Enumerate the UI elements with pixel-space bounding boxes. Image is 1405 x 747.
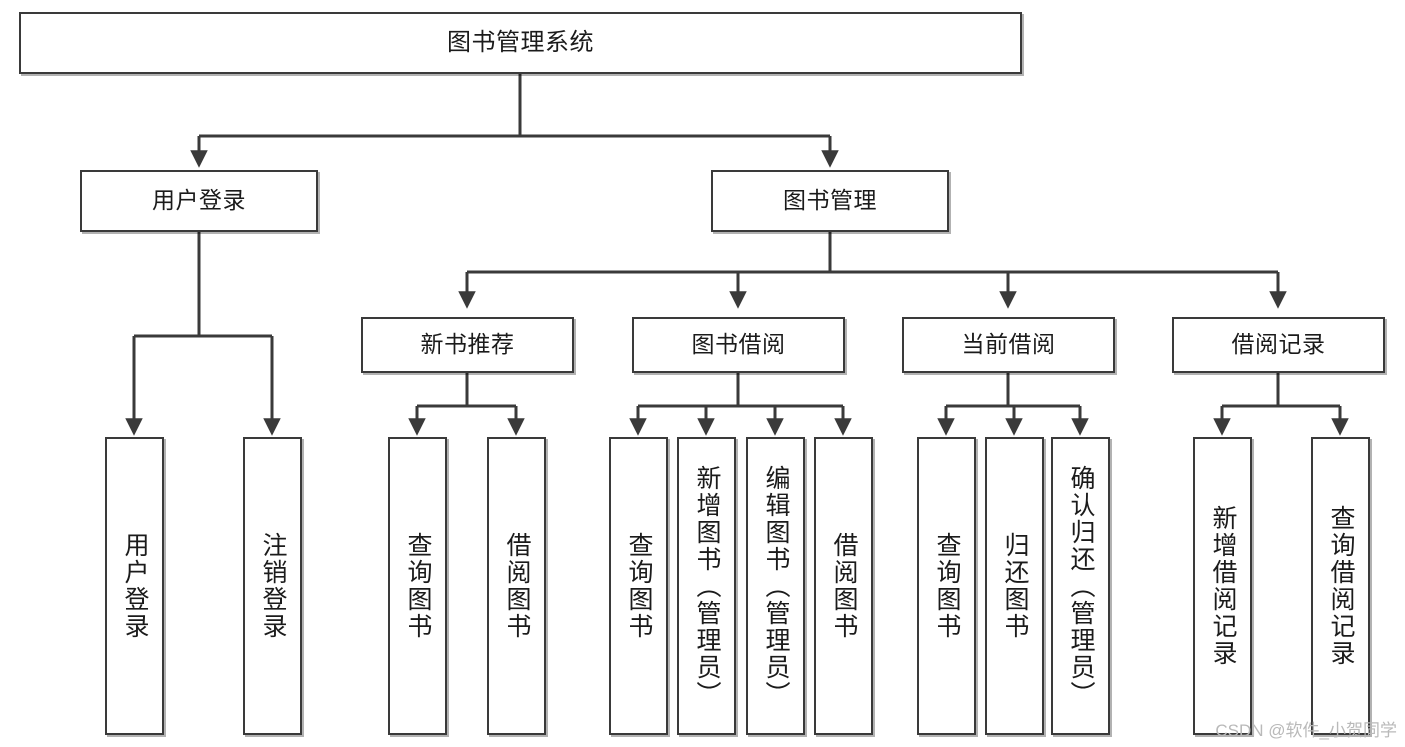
- node-label: 图书借阅: [691, 331, 786, 358]
- node-user-login[interactable]: 用户登录: [80, 170, 318, 232]
- node-label: 编辑图书（管理员）: [762, 464, 790, 708]
- node-label: 借阅图书: [830, 532, 858, 640]
- node-label: 图书管理: [783, 187, 877, 214]
- watermark-csdn: CSDN @软件_小贺同学: [1215, 721, 1397, 740]
- node-label: 当前借阅: [961, 331, 1056, 358]
- leaf-nb-borrow-book[interactable]: 借阅图书: [487, 437, 546, 735]
- node-label: 查询图书: [933, 532, 961, 640]
- node-new-book-recommend[interactable]: 新书推荐: [361, 317, 574, 373]
- node-label: 图书管理系统: [447, 28, 594, 56]
- node-label: 查询图书: [625, 532, 653, 640]
- leaf-bb-edit-book-admin[interactable]: 编辑图书（管理员）: [746, 437, 805, 735]
- node-borrow-record[interactable]: 借阅记录: [1172, 317, 1385, 373]
- leaf-nb-query-book[interactable]: 查询图书: [388, 437, 447, 735]
- leaf-logout[interactable]: 注销登录: [243, 437, 302, 735]
- leaf-bb-add-book-admin[interactable]: 新增图书（管理员）: [677, 437, 736, 735]
- leaf-cb-confirm-return-admin[interactable]: 确认归还（管理员）: [1051, 437, 1110, 735]
- node-label: 借阅图书: [503, 532, 531, 640]
- node-label: 新增借阅记录: [1209, 505, 1237, 667]
- leaf-user-login[interactable]: 用户登录: [105, 437, 164, 735]
- leaf-cb-return-book[interactable]: 归还图书: [985, 437, 1044, 735]
- node-label: 新书推荐: [420, 331, 515, 358]
- leaf-br-query-record[interactable]: 查询借阅记录: [1311, 437, 1370, 735]
- node-root-book-management-system[interactable]: 图书管理系统: [19, 12, 1022, 74]
- node-label: 归还图书: [1001, 532, 1029, 640]
- node-current-borrow[interactable]: 当前借阅: [902, 317, 1115, 373]
- leaf-br-add-record[interactable]: 新增借阅记录: [1193, 437, 1252, 735]
- node-label: 新增图书（管理员）: [693, 464, 721, 708]
- node-label: 确认归还（管理员）: [1067, 464, 1095, 708]
- node-label: 查询借阅记录: [1327, 505, 1355, 667]
- node-label: 用户登录: [152, 187, 246, 214]
- leaf-bb-query-book[interactable]: 查询图书: [609, 437, 668, 735]
- node-label: 查询图书: [404, 532, 432, 640]
- node-book-management[interactable]: 图书管理: [711, 170, 949, 232]
- node-label: 用户登录: [121, 532, 149, 640]
- node-label: 借阅记录: [1231, 331, 1326, 358]
- leaf-bb-borrow-book[interactable]: 借阅图书: [814, 437, 873, 735]
- leaf-cb-query-book[interactable]: 查询图书: [917, 437, 976, 735]
- node-label: 注销登录: [259, 532, 287, 640]
- node-book-borrow[interactable]: 图书借阅: [632, 317, 845, 373]
